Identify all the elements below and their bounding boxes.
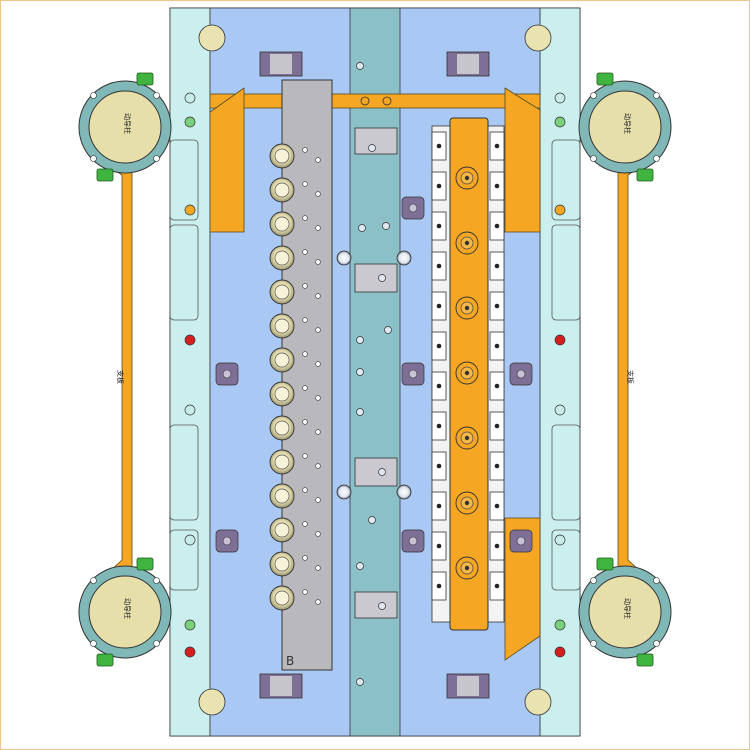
purple-square	[215, 362, 239, 386]
bushing	[269, 211, 295, 237]
bushing	[269, 143, 295, 169]
clamp-block	[431, 291, 505, 321]
white-clamp-blocks	[431, 131, 505, 601]
bushing	[269, 245, 295, 271]
strip-notches	[169, 139, 581, 591]
ejector-bushing	[455, 296, 479, 320]
bushing	[269, 585, 295, 611]
clamp-block	[431, 491, 505, 521]
bushing	[269, 313, 295, 339]
gray-bar-mark: B	[286, 654, 294, 668]
corner-pads	[198, 24, 552, 716]
purple-square	[401, 362, 425, 386]
arm-right-label: 支板	[626, 370, 635, 384]
bushing	[269, 483, 295, 509]
clamp-block	[431, 371, 505, 401]
bushing	[269, 517, 295, 543]
purple-square	[401, 196, 425, 220]
bushing	[269, 415, 295, 441]
right-bushing-column	[455, 166, 479, 580]
purple-square	[401, 529, 425, 553]
top-crossbar	[209, 93, 541, 109]
clamp-block	[431, 251, 505, 281]
ejector-bushing	[455, 361, 479, 385]
purple-square	[215, 529, 239, 553]
bushing	[269, 551, 295, 577]
purple-square	[509, 529, 533, 553]
purple-guide-blocks	[259, 51, 490, 699]
bushing	[269, 381, 295, 407]
right-lower-wedge	[504, 517, 541, 661]
left-wedge	[209, 87, 245, 233]
ejector-bushing	[455, 491, 479, 515]
clamp-block	[431, 131, 505, 161]
rail-blocks	[354, 127, 398, 619]
arm-left-label: 支板	[116, 370, 125, 384]
cylinder-bottom-left-label: 动导柱	[123, 598, 132, 619]
gray-bar-holes	[302, 147, 321, 605]
cylinder-top-left-label: 动导柱	[123, 113, 132, 134]
clamp-block	[431, 411, 505, 441]
strip-markers	[184, 92, 566, 658]
bushing	[269, 279, 295, 305]
clamp-block	[431, 331, 505, 361]
clamp-block	[431, 531, 505, 561]
bushing	[269, 177, 295, 203]
clamp-block	[431, 571, 505, 601]
rail-holes	[356, 62, 392, 686]
gray-ejector-bar	[281, 79, 333, 671]
guide-cylinder	[78, 72, 172, 182]
cylinder-bottom-right-label: 动导柱	[623, 598, 632, 619]
purple-square	[509, 362, 533, 386]
left-bushing-column	[269, 143, 295, 611]
right-strip	[539, 7, 581, 737]
guide-cylinder	[78, 557, 172, 667]
right-wedge	[504, 87, 541, 233]
pin-holes	[336, 250, 412, 500]
small-purple-squares	[215, 196, 533, 553]
ejector-bushing	[455, 231, 479, 255]
bushing	[269, 449, 295, 475]
guide-cylinder	[578, 72, 672, 182]
ejector-bushing	[455, 166, 479, 190]
bushing	[269, 347, 295, 373]
ejector-bushing	[455, 556, 479, 580]
clamp-block	[431, 451, 505, 481]
clamp-block	[431, 171, 505, 201]
guide-cylinders	[78, 72, 672, 667]
cylinder-top-right-label: 动导柱	[623, 113, 632, 134]
guide-cylinder	[578, 557, 672, 667]
ejector-bushing	[455, 426, 479, 450]
clamp-block	[431, 211, 505, 241]
left-strip	[169, 7, 211, 737]
